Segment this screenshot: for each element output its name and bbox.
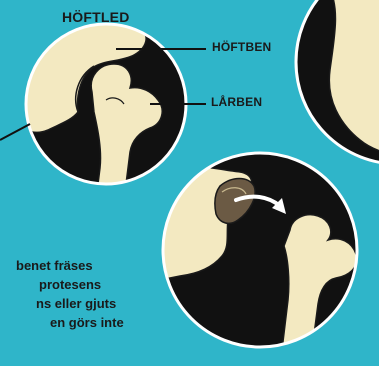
caption-text: benet fräses protesens ns eller gjuts en…	[0, 256, 124, 332]
thigh-bone-label: LÅRBEN	[211, 95, 262, 109]
prepared-socket-circle	[160, 153, 357, 350]
caption-line: benet fräses	[0, 256, 124, 275]
left-leader-line	[0, 124, 30, 140]
caption-line: en görs inte	[0, 313, 124, 332]
caption-line: ns eller gjuts	[0, 294, 124, 313]
diagram-title: HÖFTLED	[62, 9, 130, 25]
hip-bone-label: HÖFTBEN	[212, 40, 271, 54]
caption-line: protesens	[0, 275, 124, 294]
detail-circle	[296, 0, 379, 164]
hip-joint-circle	[14, 15, 186, 200]
